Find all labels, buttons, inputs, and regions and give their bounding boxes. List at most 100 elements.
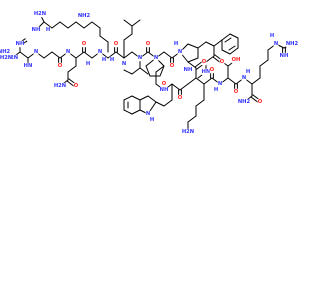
atom-label-text: O	[58, 63, 63, 69]
atom-label-text: NH	[32, 27, 41, 33]
atom-label-background	[78, 12, 90, 20]
lysine-chain	[187, 115, 197, 123]
atom-label-background	[273, 40, 279, 48]
atom-label-text: H	[214, 87, 218, 93]
atom-label-background	[173, 40, 179, 48]
phe-chain	[205, 41, 215, 47]
atom-label-a30: O	[219, 58, 225, 66]
atom-label-text: O	[210, 67, 215, 73]
atom-label-background	[177, 94, 183, 102]
atom-label-text: H2N	[34, 11, 46, 17]
atom-label-background	[34, 10, 46, 18]
atom-label-background	[33, 48, 39, 56]
atom-label-background	[85, 60, 91, 68]
atom-label-text: O	[162, 81, 167, 87]
atom-label-background	[145, 40, 151, 48]
atom-label-text: N	[274, 41, 278, 47]
atom-label-a6: H2N	[34, 10, 46, 18]
atom-label-background	[97, 48, 103, 56]
arg-link	[99, 35, 109, 43]
backbone-2	[75, 51, 85, 59]
atom-label-text: H	[86, 61, 90, 67]
atom-label-text: H	[270, 33, 274, 39]
atom-label-text: N	[34, 49, 38, 55]
atom-label-text: N	[122, 61, 126, 67]
atom-label-background	[101, 56, 107, 64]
backbone-2	[107, 51, 117, 59]
atom-label-a33: NH	[159, 86, 169, 94]
atom-label-a15: O	[81, 40, 87, 48]
atom-label-text: HN	[24, 63, 33, 69]
backbone-9	[227, 77, 237, 85]
atom-label-background	[81, 40, 87, 48]
atom-label-a45: NH2	[238, 98, 251, 106]
benzene-ring	[221, 49, 231, 55]
arginine-chain-2	[51, 21, 61, 29]
atom-label-a22: N	[137, 54, 143, 62]
backbone-5	[187, 77, 197, 85]
indole-six	[123, 95, 133, 101]
atom-label-background	[279, 52, 289, 60]
atom-label-background	[245, 68, 251, 76]
isoleucine-chain	[131, 67, 141, 75]
atom-label-text: HN	[202, 69, 211, 75]
atom-label-background	[23, 62, 33, 70]
atom-label-background	[31, 26, 41, 34]
atom-label-a21: O	[145, 40, 151, 48]
atom-label-background	[238, 98, 250, 106]
atom-label-text: N	[146, 111, 150, 117]
atom-label-text: O	[202, 59, 207, 65]
indole-six	[131, 109, 141, 115]
atom-label-text: O	[114, 41, 119, 47]
atom-label-background	[159, 86, 169, 94]
proline-ring-1	[145, 65, 151, 77]
isoleucine-chain	[123, 69, 133, 75]
atom-label-a43: H	[245, 68, 251, 76]
atom-label-background	[0, 48, 10, 56]
atom-label-text: N	[178, 49, 182, 55]
atom-label-text: O	[146, 41, 151, 47]
atom-label-background	[15, 40, 25, 48]
atom-label-text: H	[150, 117, 154, 123]
atom-label-a8: H	[45, 26, 51, 34]
atom-label-a38: N	[217, 80, 223, 88]
atom-label-background	[217, 80, 223, 88]
atom-label-text: O	[74, 83, 79, 89]
atom-label-a4: NH2	[0, 48, 11, 56]
indole-six	[131, 95, 141, 101]
arginine-chain-2	[43, 21, 53, 29]
atom-label-text: H	[246, 69, 250, 75]
atom-label-a36: O	[209, 66, 215, 74]
atom-label-text: OH	[232, 57, 241, 63]
atom-label-text: NH	[16, 41, 25, 47]
atom-label-a44: O	[257, 98, 263, 106]
atom-label-a28: O	[201, 58, 207, 66]
atom-label-a20: N	[121, 60, 127, 68]
atom-label-background	[113, 40, 119, 48]
atom-label-background	[6, 54, 18, 62]
atom-label-text: N	[98, 49, 102, 55]
atom-label-background	[201, 58, 207, 66]
atom-label-a40: H2N	[182, 128, 194, 136]
atom-label-a29: NH	[184, 66, 192, 74]
indole-five	[139, 95, 149, 101]
atom-label-a47: N	[273, 40, 279, 48]
benzene-ring	[229, 33, 239, 39]
phe-chain	[197, 41, 207, 49]
atom-label-a5: N	[33, 48, 39, 56]
leucine-chain	[131, 19, 141, 27]
atom-label-text: H2N	[54, 83, 66, 89]
atom-label-background	[161, 80, 167, 88]
arginine-chain-1	[19, 51, 29, 59]
backbone-2	[83, 51, 93, 59]
lysine-chain	[195, 99, 205, 107]
atom-label-a10: N	[65, 48, 71, 56]
atom-label-a16: N	[97, 48, 103, 56]
atom-label-a50: H2N	[0, 54, 12, 62]
atom-label-text: NH2	[286, 41, 299, 47]
link-1	[155, 65, 165, 73]
atom-label-background	[219, 58, 225, 66]
atom-label-a3: HN	[23, 62, 33, 70]
